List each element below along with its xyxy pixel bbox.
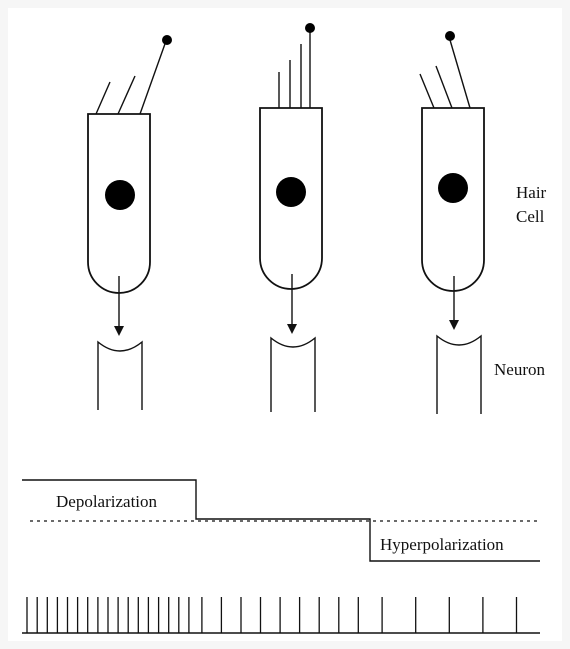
hair-cell-3 — [420, 31, 484, 414]
stereocilia-bundle-2 — [279, 23, 315, 108]
neuron-terminal-3 — [437, 336, 481, 414]
synapse-arrow-1 — [114, 276, 124, 336]
kinocilium-tip-2 — [305, 23, 315, 33]
diagram-canvas: Hair Cell Neuron Depolarization Hyperpol… — [8, 8, 562, 641]
hair-cell-label-line1: Hair — [516, 183, 547, 202]
hair-cell-label-line2: Cell — [516, 207, 545, 226]
nucleus-2 — [276, 177, 306, 207]
synapse-arrow-2 — [287, 274, 297, 334]
hair-cell-2 — [260, 23, 322, 412]
neuron-terminal-2 — [271, 338, 315, 412]
neuron-terminal-1 — [98, 342, 142, 410]
stereocilia-bundle-3 — [420, 31, 470, 108]
kinocilium-tip-3 — [445, 31, 455, 41]
nucleus-1 — [105, 180, 135, 210]
neuron-label: Neuron — [494, 360, 545, 379]
synapse-arrow-3 — [449, 276, 459, 330]
stereocilia-bundle-1 — [96, 35, 172, 114]
spike-train — [22, 597, 540, 633]
hair-cell-figure: Hair Cell Neuron Depolarization Hyperpol… — [8, 8, 562, 641]
kinocilium-tip-1 — [162, 35, 172, 45]
hyperpolarization-label: Hyperpolarization — [380, 535, 504, 554]
hair-cell-1 — [88, 35, 172, 410]
depolarization-label: Depolarization — [56, 492, 158, 511]
nucleus-3 — [438, 173, 468, 203]
